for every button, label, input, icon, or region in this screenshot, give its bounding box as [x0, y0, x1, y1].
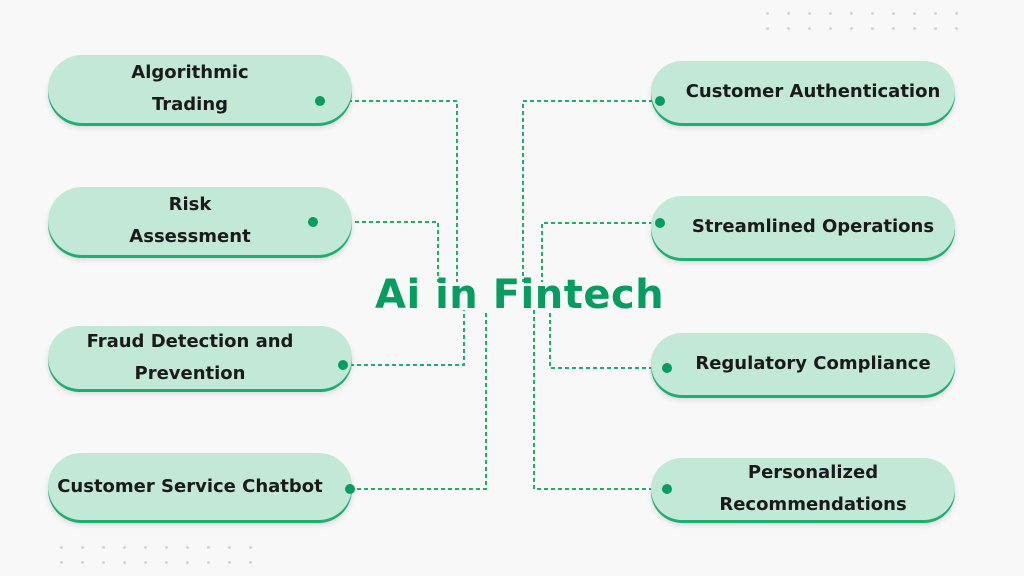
dot	[829, 27, 832, 30]
node-label: Regulatory Compliance	[695, 353, 931, 374]
node-label: Streamlined Operations	[691, 216, 935, 237]
connector-streamlined-operations	[541, 222, 660, 282]
node-label: Customer Service Chatbot	[57, 475, 323, 497]
diagram-title: Ai in Fintech	[375, 272, 665, 318]
dot	[850, 12, 853, 15]
dot	[955, 27, 958, 30]
dot	[829, 12, 832, 15]
node-algorithmic-trading: Algorithmic Trading	[48, 55, 352, 123]
dot	[662, 484, 672, 494]
dot	[144, 561, 147, 564]
node-label: Fraud Detection and Prevention	[86, 330, 294, 384]
dot	[934, 12, 937, 15]
connector-risk-assessment	[313, 221, 439, 282]
dot	[766, 12, 769, 15]
dot	[60, 546, 63, 549]
dot	[308, 217, 318, 227]
dot	[787, 27, 790, 30]
dot	[315, 96, 325, 106]
node-personalized-recommendations: Personalized Recommendations	[651, 458, 955, 520]
dot	[655, 218, 665, 228]
node-customer-service-chatbot: Customer Service Chatbot	[48, 453, 352, 520]
dot	[655, 96, 665, 106]
dot	[934, 27, 937, 30]
dot	[102, 546, 105, 549]
dot	[144, 546, 147, 549]
dot	[892, 12, 895, 15]
node-streamlined-operations: Streamlined Operations	[651, 196, 955, 258]
dot	[165, 561, 168, 564]
dot	[913, 12, 916, 15]
node-customer-authentication: Customer Authentication	[651, 61, 955, 123]
dot	[808, 27, 811, 30]
connector-regulatory-compliance	[549, 310, 667, 369]
dot	[871, 27, 874, 30]
dot	[766, 27, 769, 30]
dot	[913, 27, 916, 30]
dot	[892, 27, 895, 30]
node-label: Risk Assessment	[129, 194, 251, 247]
dot	[207, 561, 210, 564]
dot	[249, 561, 252, 564]
dot	[850, 27, 853, 30]
dot	[787, 12, 790, 15]
node-risk-assessment: Risk Assessment	[48, 187, 352, 255]
dot	[102, 561, 105, 564]
node-fraud-detection: Fraud Detection and Prevention	[48, 326, 352, 389]
dot	[60, 561, 63, 564]
dot	[228, 561, 231, 564]
dot	[662, 363, 672, 373]
dot	[955, 12, 958, 15]
node-label: Customer Authentication	[685, 81, 941, 102]
dot	[345, 484, 355, 494]
dot	[207, 546, 210, 549]
node-label: Algorithmic Trading	[131, 62, 249, 115]
dot	[228, 546, 231, 549]
connector-algorithmic-trading	[320, 100, 458, 282]
connector-customer-authentication	[522, 100, 660, 282]
connector-personalized-recommendations	[533, 310, 667, 490]
dot	[338, 360, 348, 370]
decorative-dots-bottom	[60, 546, 270, 564]
dot	[123, 546, 126, 549]
dot	[871, 12, 874, 15]
connector-fraud-detection	[343, 310, 465, 366]
dot	[186, 561, 189, 564]
decorative-dots-top	[766, 12, 976, 30]
dot	[165, 546, 168, 549]
connector-chatbot	[350, 310, 487, 490]
dot	[808, 12, 811, 15]
node-regulatory-compliance: Regulatory Compliance	[651, 333, 955, 395]
dot	[81, 546, 84, 549]
dot	[123, 561, 126, 564]
dot	[249, 546, 252, 549]
dot	[81, 561, 84, 564]
node-label: Personalized Recommendations	[719, 462, 907, 515]
dot	[186, 546, 189, 549]
